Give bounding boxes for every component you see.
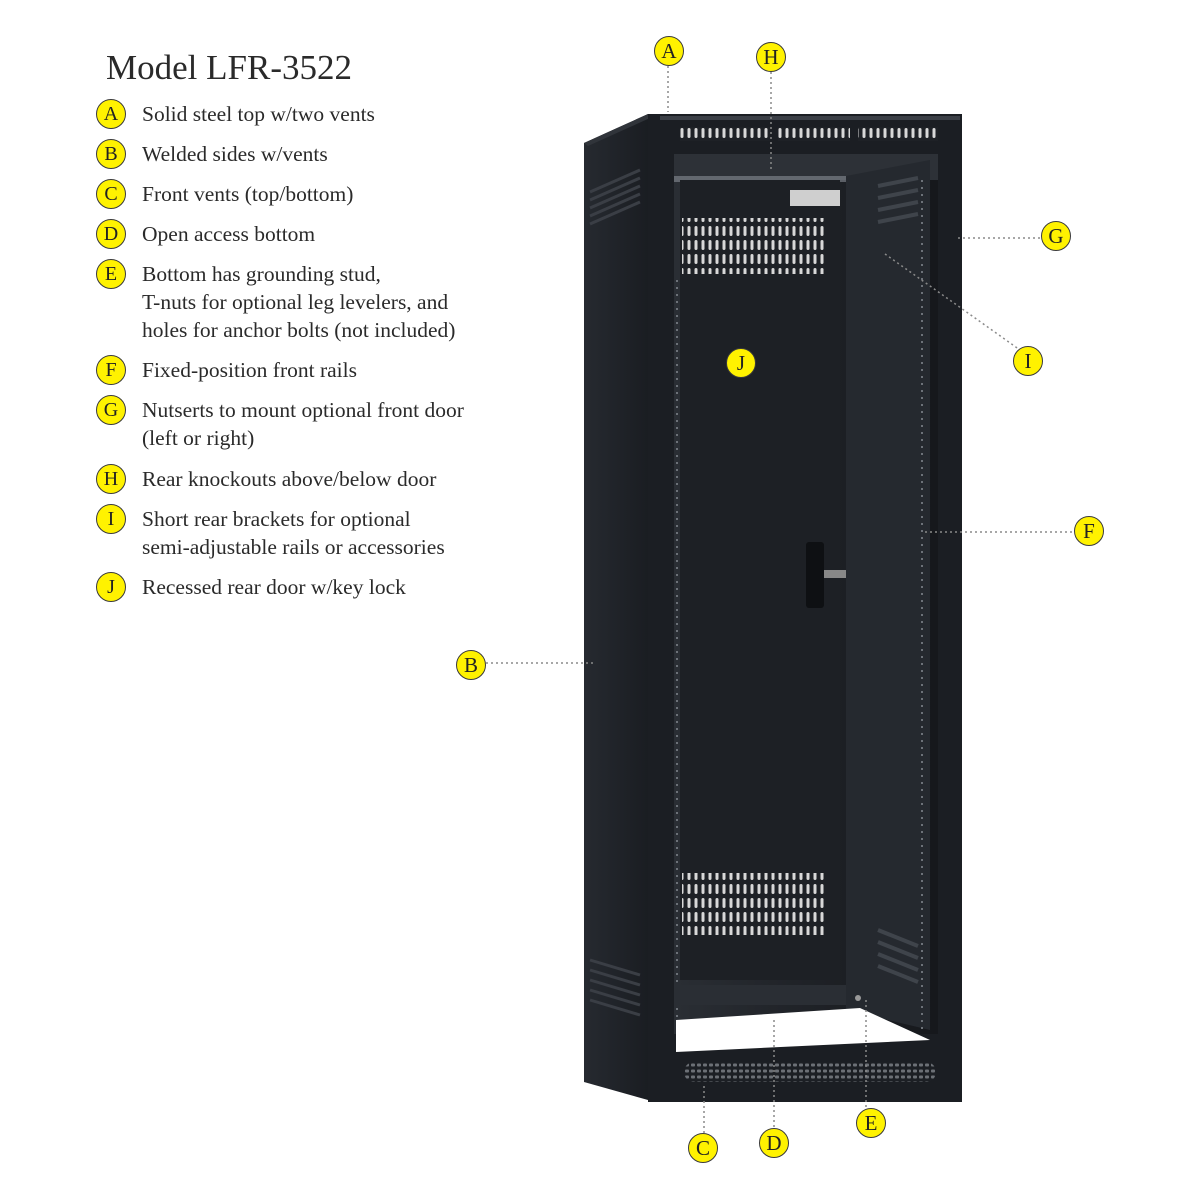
key-lock-handle (806, 542, 824, 608)
side-vent-bottom (589, 958, 641, 1017)
callout-f: F (1074, 516, 1104, 546)
legend-line: Welded sides w/vents (142, 142, 328, 166)
legend-badge-i: I (96, 504, 126, 534)
cabinet-side-panel (584, 114, 648, 1100)
legend-badge-d: D (96, 219, 126, 249)
inner-right-side (846, 160, 930, 1030)
diagram-title: Model LFR-3522 (106, 48, 352, 87)
callout-g: G (1041, 221, 1071, 251)
legend-line: Rear knockouts above/below door (142, 467, 437, 491)
legend-line: T-nuts for optional leg levelers, and (142, 290, 449, 314)
callout-a: A (654, 36, 684, 66)
rear-knockout-top (682, 218, 824, 274)
legend-line: Recessed rear door w/key lock (142, 575, 406, 599)
callout-e: E (856, 1108, 886, 1138)
callout-d: D (759, 1128, 789, 1158)
legend-line: Front vents (top/bottom) (142, 182, 354, 206)
callout-b: B (456, 650, 486, 680)
legend-text-g: Nutserts to mount optional front door (l… (142, 396, 464, 452)
legend-badge-h: H (96, 464, 126, 494)
side-vent-top (589, 168, 641, 226)
leader-lines (486, 66, 1074, 1162)
legend-line: (left or right) (142, 426, 255, 450)
legend-line: Solid steel top w/two vents (142, 102, 375, 126)
legend-badge-a: A (96, 99, 126, 129)
legend-text-c: Front vents (top/bottom) (142, 180, 353, 208)
legend-line: semi-adjustable rails or accessories (142, 535, 445, 559)
callout-h: H (756, 42, 786, 72)
legend-text-h: Rear knockouts above/below door (142, 465, 436, 493)
legend-line: Short rear brackets for optional (142, 507, 411, 531)
legend-text-f: Fixed-position front rails (142, 356, 357, 384)
callout-j: J (726, 348, 756, 378)
legend-badge-j: J (96, 572, 126, 602)
callout-c: C (688, 1133, 718, 1163)
legend-line: Nutserts to mount optional front door (142, 398, 464, 422)
legend-text-j: Recessed rear door w/key lock (142, 573, 406, 601)
legend-badge-b: B (96, 139, 126, 169)
legend-line: Bottom has grounding stud, (142, 262, 381, 286)
legend-text-d: Open access bottom (142, 220, 315, 248)
legend-badge-g: G (96, 395, 126, 425)
legend-line: Open access bottom (142, 222, 316, 246)
legend-line: holes for anchor bolts (not included) (142, 318, 456, 342)
legend-text-b: Welded sides w/vents (142, 140, 328, 168)
bottom-front-vents (684, 1062, 936, 1082)
legend-badge-e: E (96, 259, 126, 289)
top-front-vents (680, 127, 938, 141)
legend-text-a: Solid steel top w/two vents (142, 100, 375, 128)
legend-text-e: Bottom has grounding stud, T-nuts for op… (142, 260, 455, 344)
legend-badge-c: C (96, 179, 126, 209)
legend-line: Fixed-position front rails (142, 358, 357, 382)
callout-i: I (1013, 346, 1043, 376)
rear-knockout-bottom (682, 873, 824, 935)
legend-text-i: Short rear brackets for optional semi-ad… (142, 505, 445, 561)
inner-right-vents (877, 176, 919, 984)
legend-badge-f: F (96, 355, 126, 385)
